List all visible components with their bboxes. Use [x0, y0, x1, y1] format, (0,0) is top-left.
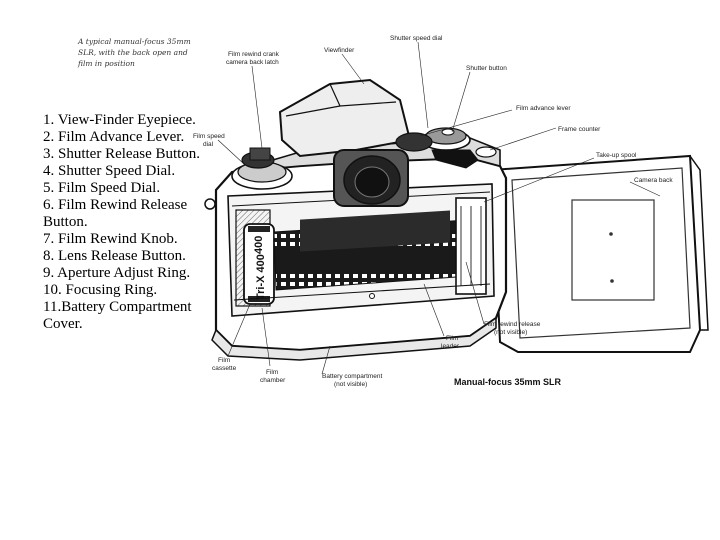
- film-strip: [273, 210, 471, 291]
- label-film-speed-dial: dial: [203, 141, 214, 148]
- parts-list-item: 10. Focusing Ring.: [43, 282, 158, 298]
- parts-list-item: 4. Shutter Speed Dial.: [43, 163, 176, 179]
- label-shutter-button: Shutter button: [466, 65, 507, 72]
- label-camera-back: Camera back: [634, 177, 673, 184]
- label-battery-compartment-2: (not visible): [334, 381, 367, 388]
- take-up-spool: [455, 197, 487, 295]
- caption-line: SLR, with the back open and: [78, 48, 188, 57]
- film-cassette: Tri-X 400 400: [243, 223, 275, 305]
- top-plate: [231, 78, 501, 207]
- parts-list-item: 1. View-Finder Eyepiece.: [43, 112, 196, 128]
- frame-counter: [475, 146, 497, 158]
- label-film-chamber-2: chamber: [260, 377, 286, 384]
- film-advance-lever: [395, 132, 479, 169]
- label-film-cassette-2: cassette: [212, 365, 237, 372]
- label-take-up-spool: Take-up spool: [596, 152, 637, 159]
- film-rewind-knob: [231, 147, 293, 190]
- parts-list: 1. View-Finder Eyepiece. 2. Film Advance…: [43, 112, 218, 333]
- caption-line: A typical manual-focus 35mm: [78, 37, 191, 46]
- leader-lines: [217, 41, 661, 375]
- label-film-rewind-release-note: (not visible): [494, 329, 527, 336]
- film-brand-text: Tri-X 400: [255, 254, 267, 300]
- parts-list-item: 2. Film Advance Lever.: [43, 129, 185, 145]
- label-film-rewind-crank: Film rewind crank: [228, 51, 280, 58]
- parts-list-item: 5. Film Speed Dial.: [43, 180, 161, 196]
- film-speed-text: 400: [253, 236, 265, 254]
- label-film-speed: Film speed: [193, 133, 225, 140]
- caption-line: film in position: [78, 59, 135, 68]
- label-viewfinder: Viewfinder: [324, 47, 355, 54]
- parts-list-item: 8. Lens Release Button.: [43, 248, 186, 264]
- label-shutter-speed-dial: Shutter speed dial: [390, 35, 443, 42]
- label-film-cassette: Film: [218, 357, 230, 364]
- diagram-caption: A typical manual-focus 35mm SLR, with th…: [78, 36, 198, 69]
- label-film-leader-2: leader: [441, 343, 460, 350]
- parts-list-item: 3. Shutter Release Button.: [43, 146, 201, 162]
- parts-list-item: 9. Aperture Adjust Ring.: [43, 265, 191, 281]
- parts-list-item: 6. Film Rewind Release Button.: [43, 197, 188, 230]
- label-frame-counter: Frame counter: [558, 126, 601, 133]
- label-film-advance-lever: Film advance lever: [516, 105, 571, 112]
- strap-lug: [204, 198, 216, 210]
- camera-body: Tri-X 400 400: [204, 156, 508, 361]
- camera-back-door: [490, 154, 709, 353]
- label-film-rewind-release: Film rewind release: [484, 321, 541, 328]
- diagram-title: Manual-focus 35mm SLR: [454, 377, 562, 387]
- label-film-leader: Film: [446, 335, 458, 342]
- label-battery-compartment: Battery compartment: [322, 373, 383, 380]
- label-film-chamber: Film: [266, 369, 278, 376]
- parts-list-item: 11.Battery Compartment Cover.: [43, 299, 192, 332]
- pressure-plate: [571, 199, 655, 301]
- label-camera-back-latch: camera back latch: [226, 59, 279, 66]
- parts-list-item: 7. Film Rewind Knob.: [43, 231, 178, 247]
- viewfinder-eyepiece: [333, 149, 409, 207]
